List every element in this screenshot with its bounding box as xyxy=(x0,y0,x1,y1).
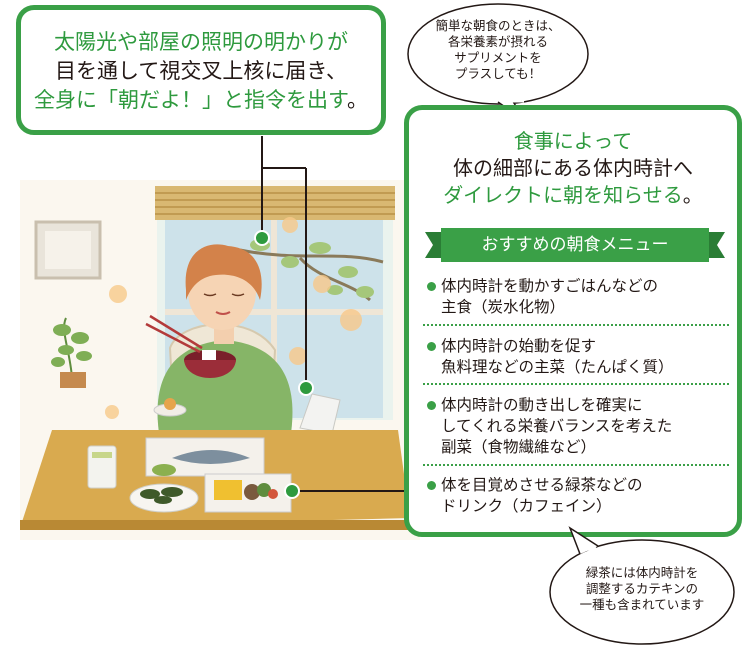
meal-clock-box: 食事によって 体の細部にある体内時計へ ダイレクトに朝を知らせる。 おすすめの朝… xyxy=(404,105,742,537)
menu-item-line: 体内時計を動かすごはんなどの xyxy=(441,277,659,295)
menu-item-line: 副菜（食物繊維など） xyxy=(441,438,597,456)
menu-item-line: 主食（炭水化物） xyxy=(441,298,566,316)
connector-lines xyxy=(261,136,404,492)
sunlight-callout-box: 太陽光や部屋の照明の明かりが 目を通して視交叉上核に届き、 全身に「朝だよ！」と… xyxy=(16,5,386,135)
meal-heading-2: 体の細部にある体内時計へ xyxy=(453,156,693,180)
menu-divider xyxy=(423,324,729,326)
woman-eating xyxy=(145,244,293,440)
bubble-top-line-1: 簡単な朝食のときは、 xyxy=(435,18,561,33)
menu-item-line: 体内時計の動き出しを確実に xyxy=(441,396,643,414)
menu-divider xyxy=(423,383,729,385)
supplement-bubble-text: 簡単な朝食のときは、 各栄養素が摂れる サプリメントを プラスしても！ xyxy=(418,18,578,82)
recommended-menu-ribbon: おすすめの朝食メニュー xyxy=(425,228,725,262)
connector-dots xyxy=(254,230,314,499)
potted-plant xyxy=(51,317,92,388)
green-tea-speech-bubble xyxy=(549,526,735,645)
meal-heading-1: 食事によって xyxy=(513,129,633,153)
callout-line-3-highlight: 全身に「朝だよ！」と指令を出す xyxy=(34,88,347,112)
menu-item-line: ドリンク（カフェイン） xyxy=(441,497,612,515)
callout-line-2: 目を通して視交叉上核に届き、 xyxy=(55,59,347,83)
bullet-icon xyxy=(427,481,436,490)
green-tea-bubble-text: 緑茶には体内時計を 調整するカテキンの 一種も含まれています xyxy=(560,565,724,613)
callout-line-3: 全身に「朝だよ！」と指令を出す。 xyxy=(21,86,381,114)
menu-divider xyxy=(423,464,729,466)
callout-line-1: 太陽光や部屋の照明の明かりが xyxy=(54,30,348,54)
bubble-top-line-3: サプリメントを xyxy=(454,50,542,65)
bubble-bottom-line-2: 調整するカテキンの xyxy=(585,581,699,596)
bubble-bottom-line-1: 緑茶には体内時計を xyxy=(585,565,699,580)
callout-line-3-end: 。 xyxy=(346,88,368,112)
menu-item-line: 魚料理などの主菜（たんぱく質） xyxy=(441,358,674,376)
bullet-icon xyxy=(427,401,436,410)
menu-item-line: 体を目覚めさせる緑茶などの xyxy=(441,476,643,494)
bullet-icon xyxy=(427,282,436,291)
meal-heading-3-end: 。 xyxy=(682,183,703,207)
meal-heading-3: ダイレクトに朝を知らせる。 xyxy=(409,182,737,209)
wall-picture-frame xyxy=(34,220,102,280)
bullet-icon xyxy=(427,342,436,351)
menu-item-line: 体内時計の始動を促す xyxy=(441,337,597,355)
menu-item-line: してくれる栄養バランスを考えた xyxy=(441,417,673,435)
bubble-bottom-line-3: 一種も含まれています xyxy=(579,597,705,612)
breakfast-dishes xyxy=(87,398,292,513)
bubble-top-line-2: 各栄養素が摂れる xyxy=(447,34,548,49)
meal-heading-3-highlight: ダイレクトに朝を知らせる xyxy=(443,183,683,207)
bubble-top-line-4: プラスしても！ xyxy=(454,66,542,81)
